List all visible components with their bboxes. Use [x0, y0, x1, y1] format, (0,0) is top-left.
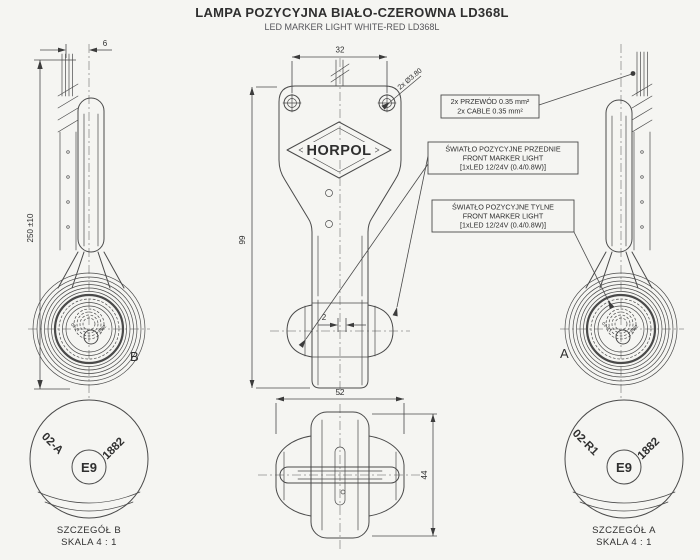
- dim-width-value: 32: [336, 46, 345, 55]
- note-front-light: ŚWIATŁO POZYCYJNE PRZEDNIE FRONT MARKER …: [427, 141, 579, 175]
- detail-b-code: 02-A: [39, 431, 65, 457]
- cable-grip-hatch-a: [631, 83, 653, 133]
- arm-flare-b: [57, 251, 125, 289]
- note-front-light-line2: FRONT MARKER LIGHT: [463, 154, 544, 163]
- detail-b-number: 1882: [101, 436, 128, 463]
- dimension-length-b: 250 ±10: [26, 59, 76, 390]
- dimension-hole-spacing: 32: [291, 46, 388, 93]
- front-view: HORPOL 32 99 2x Ø3: [238, 46, 424, 389]
- page-subtitle: LED MARKER LIGHT WHITE-RED LD368L: [265, 22, 440, 32]
- e-mark-ring-a: [615, 329, 631, 345]
- bracket-plate: [278, 85, 402, 299]
- hole-callout: 2x Ø3.80: [381, 66, 424, 110]
- cable-grip-hatch-b: [57, 83, 79, 133]
- dim-height-value: 99: [238, 235, 247, 244]
- note-rear-light-line1: ŚWIATŁO POZYCYJNE TYLNE: [452, 203, 554, 212]
- detail-b-e-mark: E9: [81, 460, 97, 475]
- dim-top-width-value: 52: [336, 388, 345, 397]
- seam-mark-icon: [340, 489, 346, 495]
- lamp-column-top: [310, 411, 370, 539]
- note-front-light-line3: [1xLED 12/24V (0.4/0.8W)]: [460, 163, 546, 172]
- note-cables: 2x PRZEWÓD 0.35 mm² 2x CABLE 0.35 mm²: [440, 94, 540, 119]
- front-lens-left: [286, 304, 313, 358]
- front-lens-right: [367, 304, 394, 358]
- dimension-top-depth: 44: [372, 413, 437, 537]
- cable-leader-dot: [630, 71, 636, 76]
- page-title: LAMPA POZYCYJNA BIAŁO-CZEROWNA LD368L: [195, 5, 508, 20]
- lens-code-b: 02-A: [70, 322, 80, 332]
- note-rear-light-line3: [1xLED 12/24V (0.4/0.8W)]: [460, 221, 546, 230]
- note-front-light-line1: ŚWIATŁO POZYCYJNE PRZEDNIE: [445, 145, 560, 154]
- arm-flare-a: [585, 251, 653, 289]
- leaders: [298, 71, 636, 348]
- detail-a: 02-R1 E9 1882 SZCZEGÓŁ A SKALA 4 : 1: [564, 399, 684, 548]
- note-rear-light: ŚWIATŁO POZYCYJNE TYLNE FRONT MARKER LIG…: [431, 199, 575, 233]
- lens-number-a: 1882: [629, 323, 640, 334]
- note-cables-line2: 2x CABLE 0.35 mm²: [457, 107, 523, 116]
- mounting-bar: [279, 466, 400, 484]
- detail-b-lens: [29, 399, 149, 519]
- hole-callout-text: 2x Ø3.80: [396, 66, 424, 92]
- side-view-a: 02-R1 1882 A: [560, 51, 678, 386]
- cable-sleeve-a: [633, 131, 651, 251]
- dimension-gap: 2: [318, 313, 366, 332]
- cable-front: [330, 59, 350, 87]
- e-mark-ring-b: [83, 329, 99, 345]
- view-label-b: B: [130, 349, 139, 364]
- centerlines: [28, 44, 684, 552]
- horpol-logo: HORPOL: [286, 121, 392, 179]
- dim-length-value: 250 ±10: [26, 213, 35, 242]
- small-hole-1: [325, 189, 333, 197]
- detail-a-lens: [564, 399, 684, 519]
- detail-b-caption: SZCZEGÓŁ B: [57, 525, 121, 536]
- dimension-height: 99: [238, 86, 310, 389]
- view-label-a: A: [560, 346, 569, 361]
- arm-rod-a: [605, 99, 633, 253]
- note-cables-line1: 2x PRZEWÓD 0.35 mm²: [451, 97, 530, 106]
- dim-offset-value: 6: [103, 39, 108, 48]
- dim-top-depth-value: 44: [420, 470, 429, 479]
- cables-b: [61, 53, 73, 97]
- detail-b: 02-A E9 1882 SZCZEGÓŁ B SKALA 4 : 1: [29, 399, 149, 548]
- cables-a: [636, 51, 648, 97]
- dimension-top-width: 52: [275, 388, 405, 434]
- arm-rod-b: [77, 97, 105, 253]
- lens-code-a: 02-R1: [601, 321, 614, 334]
- detail-a-e-ring: [606, 449, 642, 485]
- detail-b-scale: SKALA 4 : 1: [61, 537, 117, 548]
- dimension-offset-b: 6: [40, 39, 112, 58]
- detail-a-number: 1882: [636, 436, 663, 463]
- detail-a-caption: SZCZEGÓŁ A: [592, 525, 656, 536]
- top-lens-left: [275, 435, 312, 517]
- side-view-b: 02-A 1882 B 250 ±10 6: [26, 39, 146, 390]
- top-lens-right: [368, 435, 405, 517]
- dim-gap-value: 2: [322, 313, 327, 322]
- top-view: 52 44: [275, 388, 437, 539]
- mounting-hole-left: [282, 93, 302, 113]
- small-hole-2: [325, 220, 333, 228]
- note-rear-light-line2: FRONT MARKER LIGHT: [463, 212, 544, 221]
- mounting-hole-right: [377, 93, 397, 113]
- lamp-lens-rings-b: [32, 272, 146, 386]
- lamp-body-front: [311, 297, 369, 389]
- lamp-lens-rings-a: [564, 272, 678, 386]
- center-stem: [334, 446, 346, 506]
- lens-number-b: 1882: [97, 323, 108, 334]
- logo-text: HORPOL: [306, 143, 371, 159]
- detail-a-code: 02-R1: [570, 428, 601, 459]
- detail-b-e-ring: [71, 449, 107, 485]
- detail-a-e-mark: E9: [616, 460, 632, 475]
- cable-sleeve-b: [59, 131, 77, 251]
- detail-a-scale: SKALA 4 : 1: [596, 537, 652, 548]
